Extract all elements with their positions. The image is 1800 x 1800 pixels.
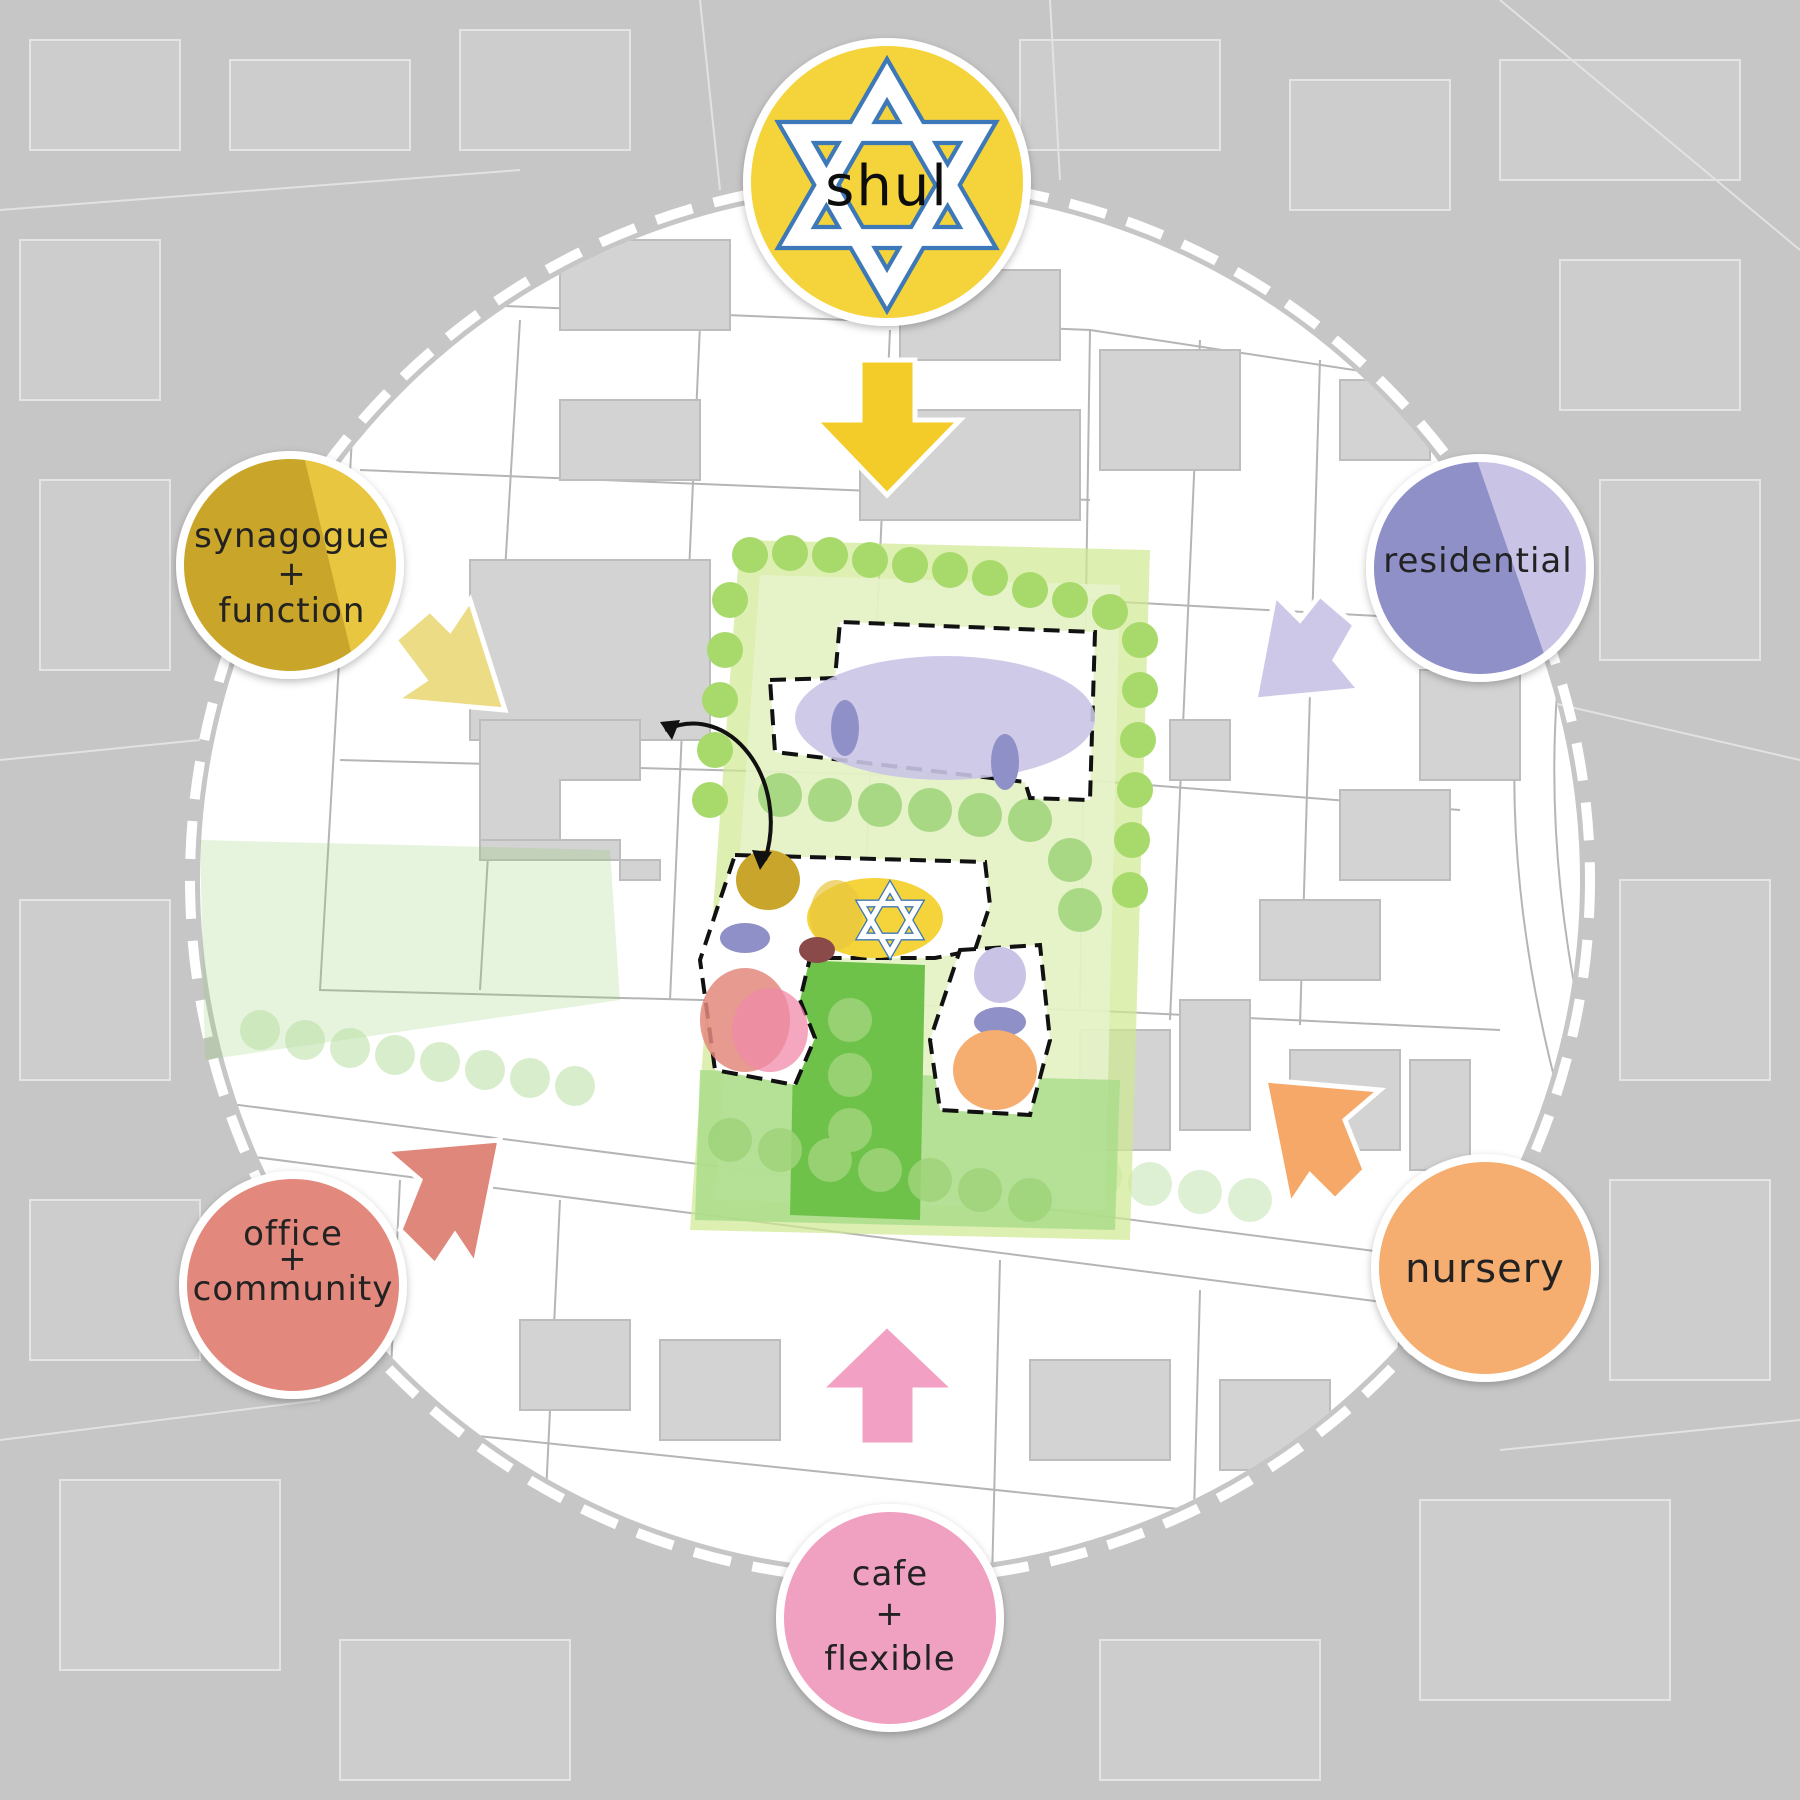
residential-label: residential (1383, 541, 1572, 581)
nursery-node: nursery (1371, 1154, 1599, 1382)
nursery-arrow (1261, 1077, 1387, 1212)
function-label: function (219, 591, 366, 631)
residential-node: residential (1366, 454, 1594, 682)
hedge-trees (692, 535, 1158, 908)
shul-arrow (809, 357, 966, 499)
synagogue-label: synagogue (194, 516, 390, 556)
shul-label: shul (825, 154, 949, 219)
cafe-plus: + (875, 1594, 905, 1634)
cafe-label: cafe (852, 1554, 928, 1594)
ground-floor-zone (697, 850, 1053, 1118)
office-arrow (378, 1137, 504, 1272)
cafe-flexible-node: cafe + flexible (776, 1504, 1004, 1732)
synagogue-arrow (387, 594, 509, 713)
residential-arrow (1251, 589, 1365, 703)
arrows (378, 357, 1387, 1448)
synagogue-plus: + (277, 554, 307, 594)
nursery-label: nursery (1405, 1246, 1565, 1292)
community-label: community (193, 1269, 394, 1309)
site-plan (660, 535, 1158, 1240)
flexible-label: flexible (824, 1639, 955, 1679)
office-plus: + (278, 1239, 308, 1279)
cafe-arrow (813, 1321, 962, 1448)
connection-arrow (660, 720, 773, 870)
office-label: office (243, 1214, 343, 1254)
residential-zone (767, 619, 1098, 803)
shul-node: shul (743, 38, 1031, 326)
office-community-node: office + community (179, 1171, 407, 1399)
